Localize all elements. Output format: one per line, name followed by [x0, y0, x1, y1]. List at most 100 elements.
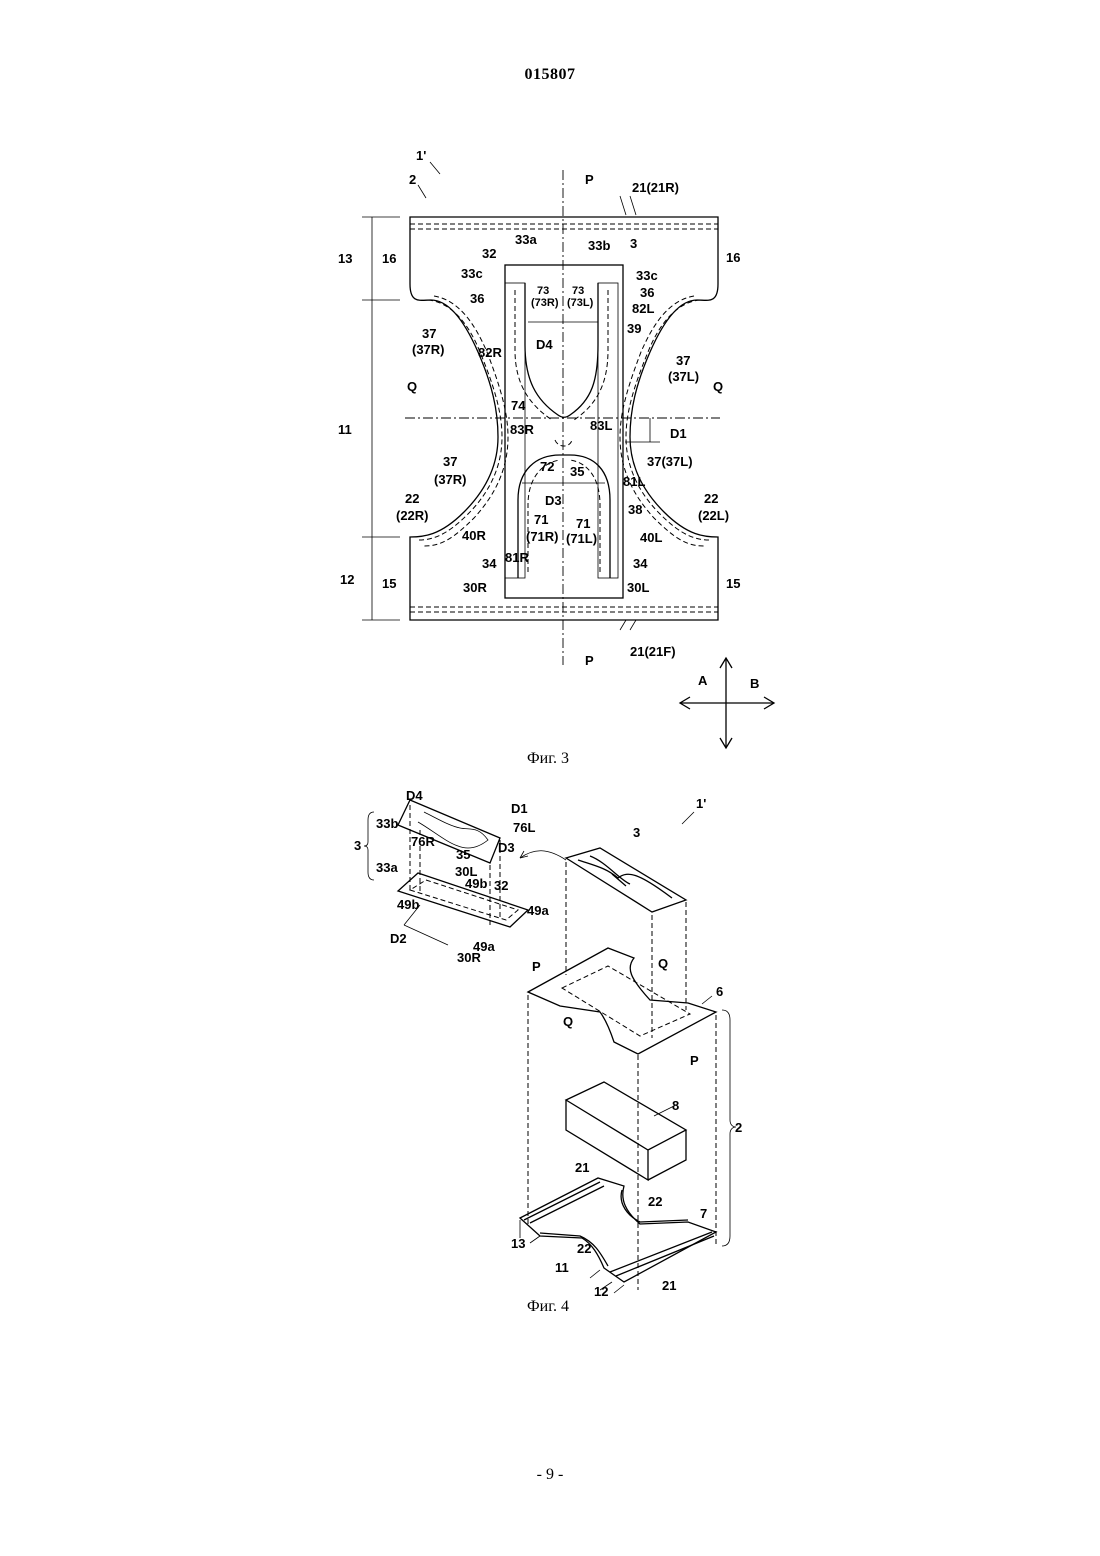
- label-D4: D4: [536, 337, 553, 352]
- label-30R: 30R: [457, 950, 481, 965]
- leader: [418, 185, 426, 198]
- label-A: A: [698, 673, 708, 688]
- label-81R: 81R: [505, 550, 529, 565]
- guide-line: [555, 440, 572, 446]
- assembly-arrow: [520, 851, 566, 860]
- label-Q-left: Q: [407, 379, 417, 394]
- label-49b-1: 49b: [465, 876, 487, 891]
- label-71-right: 71: [576, 516, 590, 531]
- label-P-bottom: P: [585, 653, 594, 668]
- figure-4-caption: Фиг. 4: [448, 1298, 648, 1316]
- label-49b-2: 49b: [397, 897, 419, 912]
- figure-3-drawing: [362, 162, 774, 748]
- top-sheet-33b: [398, 800, 500, 863]
- label-33c-right: 33c: [636, 268, 658, 283]
- label-21R: 21(21R): [632, 180, 679, 195]
- label-71L: (71L): [566, 531, 597, 546]
- leader: [682, 812, 694, 824]
- label-35: 35: [456, 847, 470, 862]
- label-22-right: 22: [648, 1194, 662, 1209]
- label-73L: 73: [572, 285, 584, 297]
- label-12: 12: [340, 572, 354, 587]
- label-21F: 21(21F): [630, 644, 676, 659]
- label-82L: 82L: [632, 301, 654, 316]
- label-81L: 81L: [623, 474, 645, 489]
- label-16-right: 16: [726, 250, 740, 265]
- label-34-right: 34: [633, 556, 648, 571]
- label-74: 74: [511, 398, 526, 413]
- label-76L: 76L: [513, 820, 535, 835]
- label-83L: 83L: [590, 418, 612, 433]
- label-34-left: 34: [482, 556, 497, 571]
- label-71R: (71R): [526, 529, 559, 544]
- page-number: - 9 -: [0, 1466, 1100, 1484]
- label-6: 6: [716, 984, 723, 999]
- bracket-3: [364, 812, 374, 880]
- label-37-upper-right: 37: [676, 353, 690, 368]
- label-37-upper-left: 37: [422, 326, 436, 341]
- label-72: 72: [540, 459, 554, 474]
- leader: [654, 1106, 674, 1116]
- label-16-left: 16: [382, 251, 396, 266]
- label-33b: 33b: [588, 238, 610, 253]
- label-B: B: [750, 676, 759, 691]
- sheet-7-elastics: [524, 1182, 714, 1276]
- label-73L-sub: (73L): [567, 297, 594, 309]
- leader: [430, 162, 440, 174]
- guide-line: [574, 290, 608, 420]
- label-2: 2: [735, 1120, 742, 1135]
- label-3: 3: [633, 825, 640, 840]
- label-P-2: P: [690, 1053, 699, 1068]
- label-32: 32: [482, 246, 496, 261]
- label-49a-1: 49a: [527, 903, 549, 918]
- label-22-right: 22: [704, 491, 718, 506]
- label-1prime: 1': [416, 148, 426, 163]
- label-7: 7: [700, 1206, 707, 1221]
- label-D1: D1: [670, 426, 687, 441]
- diaper-outline: [410, 217, 718, 620]
- label-Q-1: Q: [658, 956, 668, 971]
- label-D1: D1: [511, 801, 528, 816]
- label-40L: 40L: [640, 530, 662, 545]
- label-37L-lower: 37(37L): [647, 454, 693, 469]
- label-32: 32: [494, 878, 508, 893]
- label-36-left: 36: [470, 291, 484, 306]
- label-73R: 73: [537, 285, 549, 297]
- leader: [620, 196, 636, 215]
- label-35: 35: [570, 464, 584, 479]
- label-22R: (22R): [396, 508, 429, 523]
- label-1prime: 1': [696, 796, 706, 811]
- label-37L-upper: (37L): [668, 369, 699, 384]
- label-33a: 33a: [515, 232, 537, 247]
- leader: [620, 620, 636, 630]
- label-22-left: 22: [405, 491, 419, 506]
- label-39: 39: [627, 321, 641, 336]
- figure-4-drawing: [364, 800, 736, 1293]
- label-40R: 40R: [462, 528, 486, 543]
- label-Q-right: Q: [713, 379, 723, 394]
- label-33c-left: 33c: [461, 266, 483, 281]
- label-2: 2: [409, 172, 416, 187]
- label-30L: 30L: [627, 580, 649, 595]
- label-30R: 30R: [463, 580, 487, 595]
- label-76R: 76R: [411, 834, 435, 849]
- label-71-left: 71: [534, 512, 548, 527]
- label-3: 3: [630, 236, 637, 251]
- label-82R: 82R: [478, 345, 502, 360]
- bracket-2: [722, 1010, 736, 1246]
- label-13: 13: [338, 251, 352, 266]
- label-D4: D4: [406, 788, 423, 803]
- label-37-lower-left: 37: [443, 454, 457, 469]
- label-15-right: 15: [726, 576, 740, 591]
- label-12: 12: [594, 1284, 608, 1299]
- label-22L: (22L): [698, 508, 729, 523]
- label-21-top: 21: [575, 1160, 589, 1175]
- label-P-1: P: [532, 959, 541, 974]
- label-33a: 33a: [376, 860, 398, 875]
- sheet-6: [528, 948, 716, 1054]
- label-83R: 83R: [510, 422, 534, 437]
- label-22-left: 22: [577, 1241, 591, 1256]
- label-11: 11: [555, 1260, 569, 1275]
- label-8: 8: [672, 1098, 679, 1113]
